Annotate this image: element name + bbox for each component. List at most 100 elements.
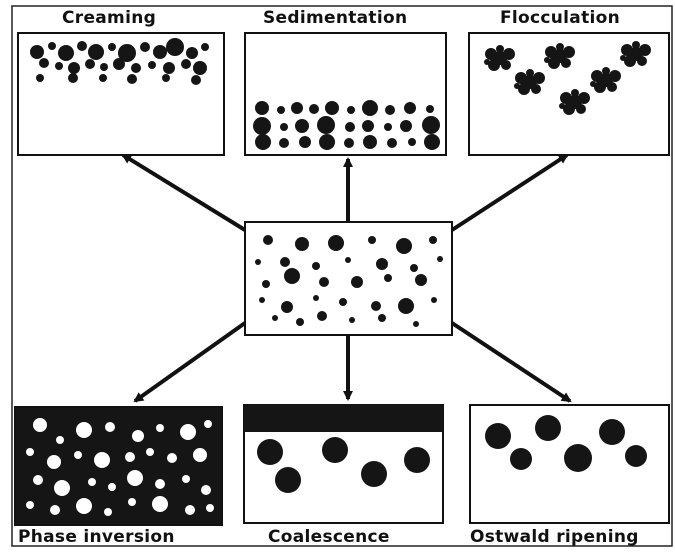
droplet <box>317 116 335 134</box>
droplet <box>556 43 564 51</box>
droplet <box>193 61 207 75</box>
droplet <box>563 103 575 115</box>
droplet <box>88 478 96 486</box>
coalescence-panel <box>243 404 444 524</box>
droplet <box>376 258 388 270</box>
droplet <box>328 235 344 251</box>
droplet <box>275 467 301 493</box>
droplet <box>36 74 44 82</box>
droplet <box>94 452 110 468</box>
droplet <box>186 47 198 59</box>
arrow-to-phase-inversion <box>133 321 247 403</box>
droplet <box>344 138 354 148</box>
droplet <box>437 256 443 262</box>
droplet <box>50 505 60 515</box>
droplet <box>33 475 43 485</box>
droplet <box>560 92 572 104</box>
label-ostwald-ripening: Ostwald ripening <box>470 527 639 547</box>
droplet <box>404 447 430 473</box>
droplet <box>400 120 412 132</box>
droplet <box>100 63 108 71</box>
droplet <box>424 134 440 150</box>
label-sedimentation: Sedimentation <box>263 8 408 28</box>
droplet <box>363 135 377 149</box>
droplet <box>201 43 209 51</box>
droplet <box>253 117 271 135</box>
droplet <box>153 45 167 59</box>
droplet <box>426 105 434 113</box>
droplet <box>545 46 557 58</box>
droplet <box>33 418 47 432</box>
droplet <box>291 102 303 114</box>
droplet <box>105 422 115 432</box>
droplet <box>345 122 355 132</box>
droplet <box>599 419 625 445</box>
droplet <box>485 423 511 449</box>
droplet <box>259 297 265 303</box>
arrow-to-ostwald-ripening <box>450 321 572 403</box>
droplet <box>594 81 606 93</box>
droplet <box>429 236 437 244</box>
droplet <box>576 104 586 114</box>
ostwald-ripening-panel <box>469 404 670 524</box>
droplet <box>533 72 545 84</box>
droplet <box>361 461 387 487</box>
droplet <box>384 274 392 282</box>
droplet <box>125 452 135 462</box>
droplet <box>384 123 392 131</box>
arrow-to-creaming <box>121 153 247 232</box>
droplet <box>607 82 617 92</box>
droplet <box>156 424 164 432</box>
droplet <box>515 72 527 84</box>
droplet <box>182 475 190 483</box>
droplet <box>26 448 34 456</box>
droplet <box>313 295 319 301</box>
droplet <box>387 138 397 148</box>
label-phase-inversion: Phase inversion <box>18 527 175 547</box>
droplet <box>281 301 293 313</box>
droplet <box>55 62 63 70</box>
droplet <box>345 257 351 263</box>
droplet <box>514 83 520 89</box>
droplet <box>206 504 214 512</box>
droplet <box>180 424 196 440</box>
droplet <box>47 455 61 469</box>
droplet <box>257 439 283 465</box>
droplet <box>118 44 136 62</box>
droplet <box>621 44 633 56</box>
droplet <box>535 415 561 441</box>
droplet <box>319 277 329 287</box>
droplet <box>378 314 386 322</box>
droplet <box>415 274 427 286</box>
droplet <box>162 74 170 82</box>
droplet <box>398 298 414 314</box>
droplet <box>510 448 532 470</box>
droplet <box>132 430 144 442</box>
droplet <box>396 238 412 254</box>
droplet <box>58 45 74 61</box>
droplet <box>347 106 355 114</box>
droplet <box>518 83 530 95</box>
droplet <box>362 100 378 116</box>
droplet <box>339 298 347 306</box>
droplet <box>526 69 534 77</box>
droplet <box>625 445 647 467</box>
droplet <box>152 496 168 512</box>
droplet <box>322 437 348 463</box>
droplet <box>76 498 92 514</box>
droplet <box>368 236 376 244</box>
droplet <box>431 297 437 303</box>
droplet <box>113 58 125 70</box>
droplet <box>484 59 490 65</box>
droplet <box>108 483 116 491</box>
droplet <box>637 56 647 66</box>
droplet <box>204 420 212 428</box>
droplet <box>280 123 288 131</box>
droplet <box>185 505 195 515</box>
droplet <box>410 264 418 272</box>
droplet <box>68 62 80 74</box>
droplet <box>146 448 154 456</box>
droplet <box>609 70 621 82</box>
droplet <box>503 48 515 60</box>
droplet <box>385 105 395 115</box>
